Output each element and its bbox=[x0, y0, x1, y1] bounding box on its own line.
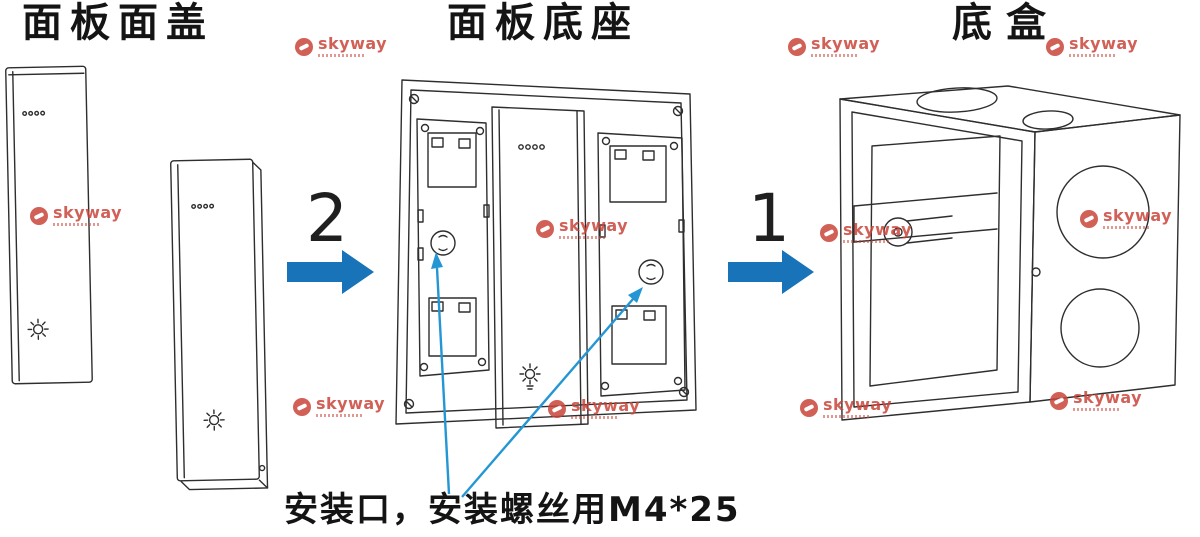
mounting-screw-caption: 安装口，安装螺丝用M4*25 bbox=[284, 490, 741, 530]
panel-base-drawing bbox=[395, 79, 697, 429]
section-title-bottom-box: 底盒 bbox=[952, 0, 1060, 46]
step-arrows bbox=[287, 250, 814, 294]
knockout-hole-upper bbox=[1056, 165, 1150, 259]
section-title-panel-cover: 面板面盖 bbox=[22, 0, 214, 46]
panel-indicator-icon bbox=[27, 318, 50, 341]
right-mounting-plate bbox=[597, 132, 686, 397]
step-number-2: 2 bbox=[306, 180, 348, 257]
mounting-hole-left bbox=[430, 230, 456, 256]
step-arrow-1 bbox=[728, 250, 814, 294]
bottom-box-drawing bbox=[839, 85, 1181, 421]
step-arrow-2 bbox=[287, 250, 374, 294]
panel-indicator-icon bbox=[203, 409, 226, 431]
mounting-rail bbox=[853, 192, 998, 247]
knockout-hole-lower bbox=[1060, 288, 1140, 368]
center-strip bbox=[491, 106, 589, 429]
panel-cover-back-drawing bbox=[5, 65, 93, 385]
mounting-hole-right bbox=[638, 259, 664, 285]
left-mounting-plate bbox=[416, 118, 490, 377]
callout-arrows bbox=[431, 252, 643, 498]
frame-corner-screws bbox=[403, 93, 690, 410]
section-title-panel-base: 面板底座 bbox=[447, 0, 639, 46]
step-number-1: 1 bbox=[748, 180, 790, 257]
light-icon bbox=[519, 363, 541, 390]
panel-cover-front-drawing bbox=[170, 158, 269, 491]
